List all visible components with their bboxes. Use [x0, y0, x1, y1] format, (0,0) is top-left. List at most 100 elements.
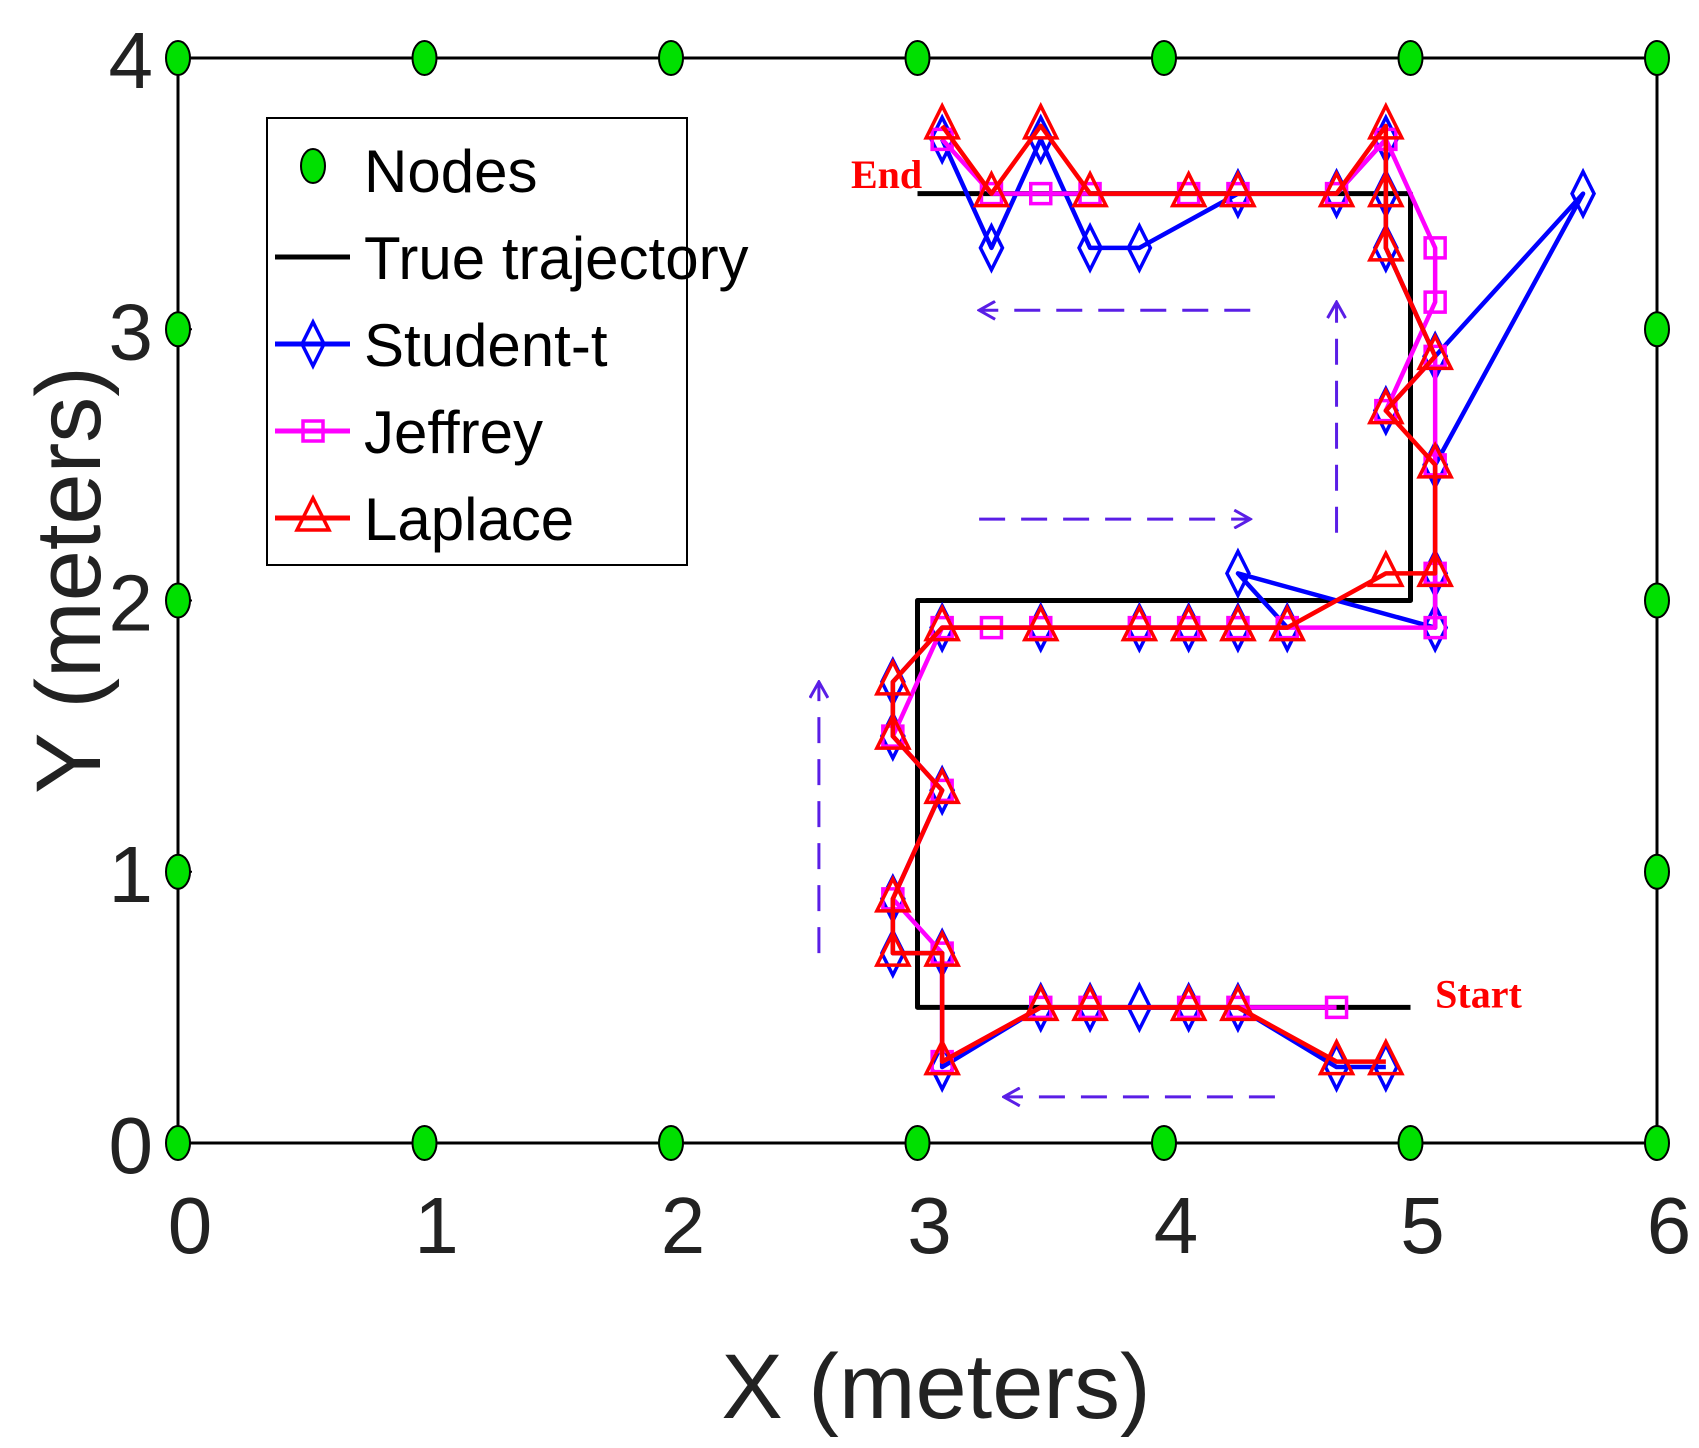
- y-tick-label: 1: [109, 830, 154, 919]
- nodes-point: [165, 853, 191, 890]
- nodes-point: [165, 582, 191, 619]
- laplace-point: [1317, 1037, 1356, 1076]
- student-t-point: [1126, 981, 1153, 1034]
- laplace-point: [1416, 332, 1454, 371]
- y-tick-label: 3: [109, 287, 154, 376]
- annotation-start: Start: [1435, 971, 1522, 1016]
- laplace-point: [1367, 223, 1405, 262]
- legend-item-laplace: Laplace: [275, 486, 574, 553]
- student-t-point: [1077, 221, 1104, 274]
- nodes-point: [658, 1125, 684, 1161]
- nodes-point: [165, 40, 191, 76]
- laplace-point: [1021, 983, 1060, 1022]
- nodes-point: [411, 40, 438, 76]
- legend-marker: [300, 148, 326, 184]
- legend-item-jeffrey: Jeffrey: [275, 399, 543, 466]
- legend-label: Jeffrey: [364, 399, 543, 466]
- laplace-point: [874, 657, 912, 696]
- annotation-end: End: [851, 152, 922, 197]
- laplace-point: [1120, 603, 1159, 642]
- laplace-point: [1169, 169, 1208, 208]
- laplace-point: [1021, 101, 1060, 140]
- laplace-point: [1219, 603, 1257, 642]
- jeffrey-point: [1423, 236, 1447, 260]
- legend-label: Laplace: [364, 486, 574, 553]
- x-tick-label: 1: [414, 1181, 459, 1270]
- y-axis-label: Y (meters): [18, 366, 120, 794]
- laplace-point: [874, 712, 912, 750]
- student-t-point: [1224, 547, 1251, 600]
- nodes-point: [1644, 1125, 1670, 1161]
- legend-marker: [294, 494, 332, 532]
- legend-item-nodes: Nodes: [300, 138, 537, 205]
- nodes-point: [1397, 1125, 1424, 1161]
- laplace-point: [923, 603, 961, 642]
- x-tick-label: 6: [1647, 1181, 1692, 1270]
- nodes-point: [165, 1125, 191, 1161]
- x-tick-label: 0: [168, 1181, 213, 1270]
- laplace-series: [874, 101, 1454, 1076]
- student-t-point: [1126, 221, 1153, 274]
- nodes-point: [904, 40, 931, 76]
- nodes-point: [904, 1125, 931, 1161]
- laplace-point: [1367, 386, 1405, 425]
- y-tick-label: 4: [109, 16, 154, 105]
- x-tick-label: 5: [1400, 1181, 1445, 1270]
- nodes-point: [1644, 582, 1670, 619]
- student-t-point: [1422, 601, 1449, 654]
- nodes-series: [165, 40, 1670, 1161]
- laplace-point: [923, 101, 961, 140]
- student-t-point: [1027, 113, 1054, 166]
- legend-label: True trajectory: [364, 225, 749, 292]
- x-axis-label: X (meters): [721, 1336, 1150, 1438]
- laplace-point: [1367, 1037, 1405, 1076]
- y-tick-label: 0: [109, 1101, 154, 1190]
- laplace-point: [1268, 603, 1307, 642]
- nodes-point: [165, 311, 191, 348]
- laplace-point: [1219, 983, 1257, 1022]
- legend-marker: [300, 318, 326, 370]
- laplace-point: [874, 929, 912, 967]
- laplace-point: [1071, 169, 1109, 208]
- nodes-point: [1644, 311, 1670, 348]
- laplace-point: [1219, 169, 1257, 208]
- legend-label: Nodes: [364, 138, 537, 205]
- legend-label: Student-t: [364, 312, 608, 379]
- student-t-series: [879, 113, 1597, 1093]
- laplace-point: [1416, 549, 1454, 588]
- laplace-point: [874, 874, 912, 913]
- nodes-point: [658, 40, 684, 76]
- laplace-point: [1367, 101, 1405, 140]
- laplace-point: [1416, 440, 1454, 479]
- legend-item-true-trajectory: True trajectory: [275, 225, 749, 292]
- laplace-point: [1367, 169, 1405, 208]
- nodes-point: [1397, 40, 1424, 76]
- laplace-point: [923, 766, 961, 805]
- student-t-point: [929, 113, 956, 166]
- jeffrey-point: [1423, 290, 1447, 314]
- legend-marker: [301, 419, 325, 443]
- laplace-point: [1169, 983, 1208, 1022]
- laplace-point: [923, 929, 961, 967]
- student-t-point: [978, 221, 1005, 274]
- nodes-point: [1644, 40, 1670, 76]
- laplace-point: [1367, 549, 1405, 588]
- jeffrey-point: [1324, 995, 1349, 1020]
- legend-item-student-t: Student-t: [275, 312, 608, 379]
- laplace-point: [1071, 983, 1109, 1022]
- laplace-point: [1169, 603, 1208, 642]
- laplace-point: [1317, 169, 1356, 208]
- jeffrey-point: [1029, 181, 1053, 206]
- x-tick-label: 2: [661, 1181, 706, 1270]
- laplace-point: [972, 169, 1011, 208]
- laplace-point: [923, 1037, 961, 1076]
- jeffrey-point: [1423, 615, 1447, 640]
- student-t-point: [1570, 167, 1597, 220]
- nodes-point: [1151, 1125, 1177, 1161]
- laplace-line: [890, 123, 1438, 1064]
- nodes-point: [1151, 40, 1177, 76]
- nodes-point: [411, 1125, 438, 1161]
